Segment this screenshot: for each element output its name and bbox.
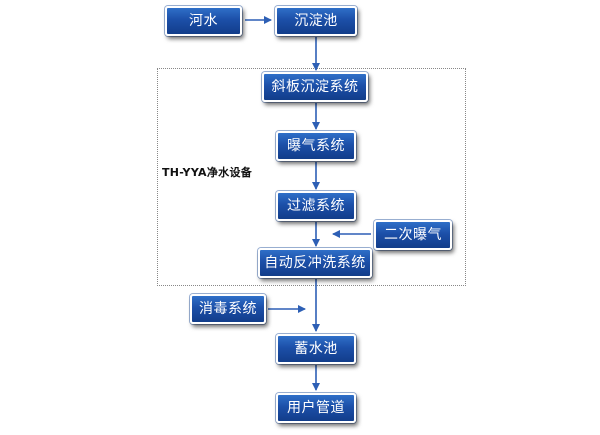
node-auto-backwash-system: 自动反冲洗系统	[258, 248, 372, 278]
node-storage-tank: 蓄水池	[276, 334, 356, 364]
node-river-water: 河水	[165, 6, 242, 36]
node-inclined-plate-system: 斜板沉淀系统	[262, 72, 368, 102]
node-aeration-system: 曝气系统	[276, 131, 356, 161]
node-user-pipeline: 用户管道	[276, 393, 356, 423]
equipment-boundary	[157, 68, 466, 286]
node-filtration-system: 过滤系统	[276, 191, 356, 221]
node-secondary-aeration: 二次曝气	[374, 220, 452, 250]
node-disinfection-system: 消毒系统	[190, 294, 266, 324]
node-settling-tank: 沉淀池	[275, 6, 357, 36]
equipment-label: TH-YYA净水设备	[162, 166, 253, 179]
